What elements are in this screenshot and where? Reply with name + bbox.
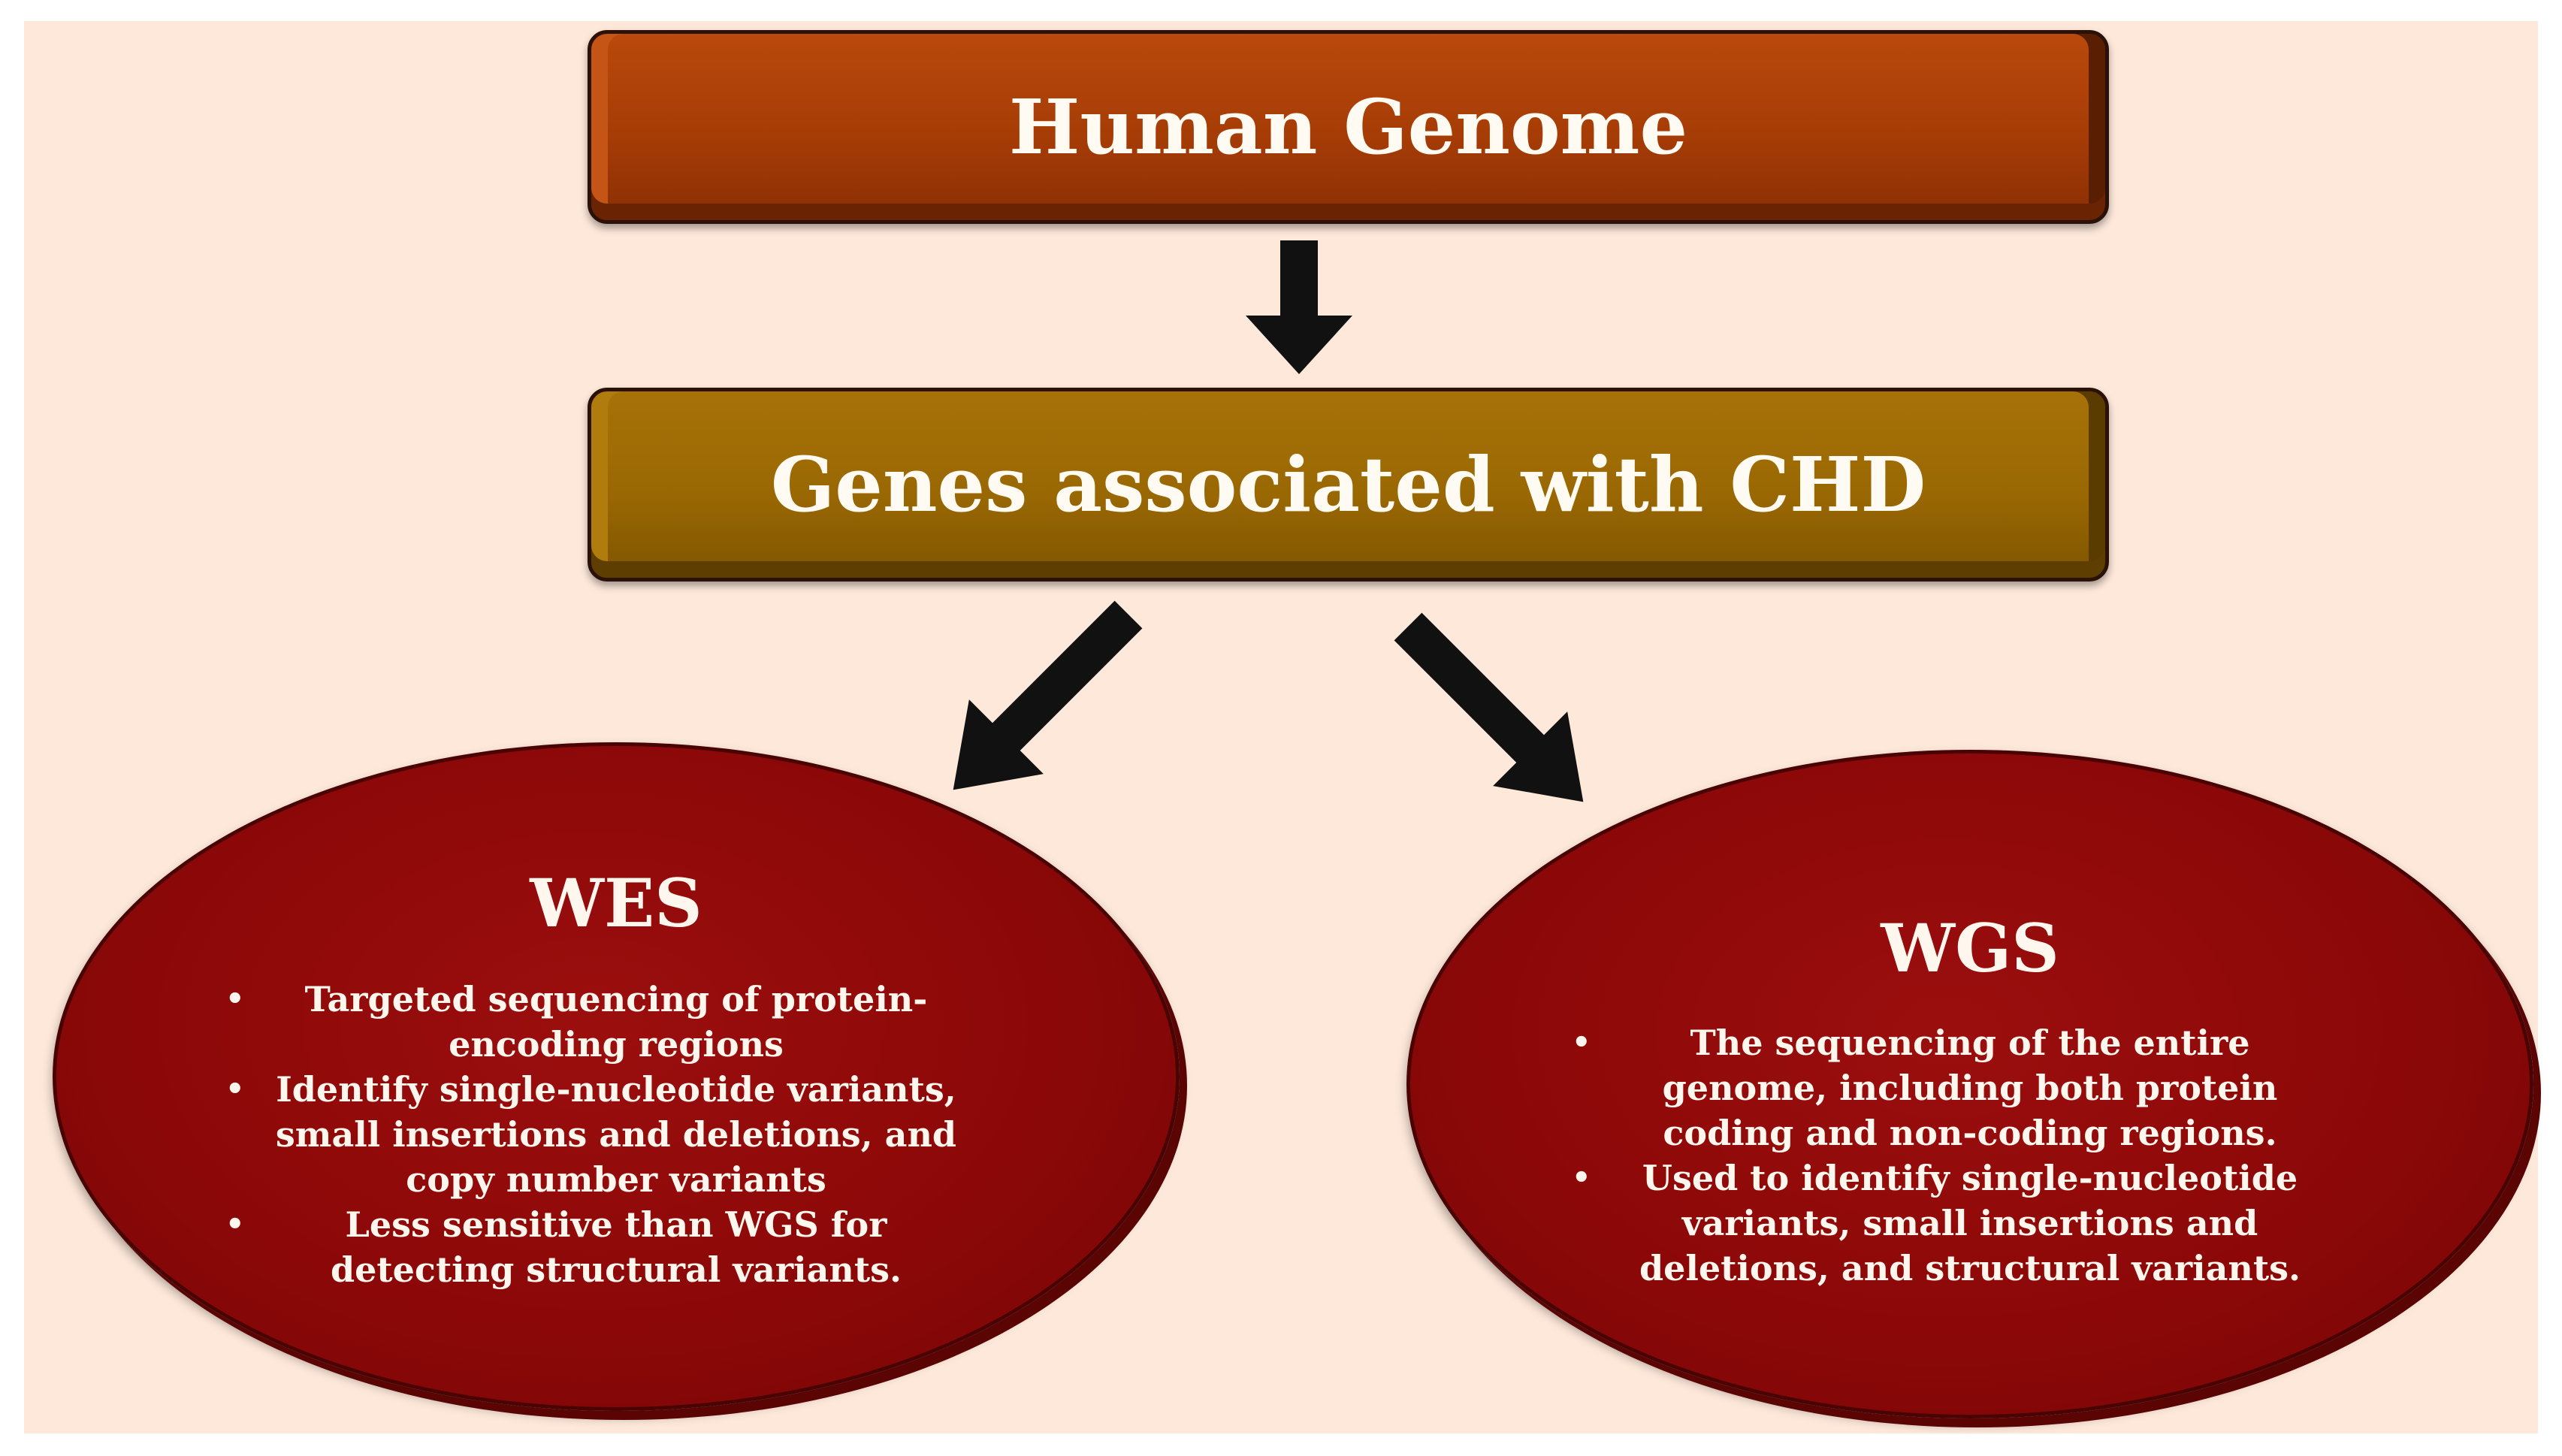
bullet-dot-icon: • xyxy=(1572,1025,1591,1060)
list-item: •Used to identify single-nucleotide vari… xyxy=(1572,1155,2338,1291)
wgs-ellipse: WGS •The sequencing of the entire genome… xyxy=(1406,750,2533,1418)
arrow-down-left xyxy=(953,600,1143,790)
diagram-canvas: Human Genome Genes associated with CHD W… xyxy=(24,21,2538,1433)
bullet-dot-icon: • xyxy=(225,1207,245,1242)
list-item: •Less sensitive than WGS for detecting s… xyxy=(225,1202,977,1292)
arrow-down-right xyxy=(1394,612,1584,802)
human-genome-box: Human Genome xyxy=(588,30,2109,224)
wes-title: WES xyxy=(530,864,702,942)
arrow-down xyxy=(1246,240,1352,374)
bullet-dot-icon: • xyxy=(1572,1160,1591,1195)
arrows-layer xyxy=(953,240,1584,802)
wgs-bullet-list: •The sequencing of the entire genome, in… xyxy=(1572,1020,2338,1291)
list-item: •Targeted sequencing of protein-encoding… xyxy=(225,977,977,1067)
genes-chd-box: Genes associated with CHD xyxy=(588,388,2109,581)
wes-bullet-list: •Targeted sequencing of protein-encoding… xyxy=(225,977,977,1292)
wgs-title: WGS xyxy=(1881,909,2059,987)
human-genome-label: Human Genome xyxy=(1008,83,1688,171)
bullet-dot-icon: • xyxy=(225,1071,245,1107)
genes-chd-label: Genes associated with CHD xyxy=(770,440,1926,529)
wes-ellipse: WES •Targeted sequencing of protein-enco… xyxy=(53,742,1180,1411)
list-item: •Identify single-nucleotide variants, sm… xyxy=(225,1067,977,1202)
list-item: •The sequencing of the entire genome, in… xyxy=(1572,1020,2338,1155)
bullet-dot-icon: • xyxy=(225,981,245,1016)
